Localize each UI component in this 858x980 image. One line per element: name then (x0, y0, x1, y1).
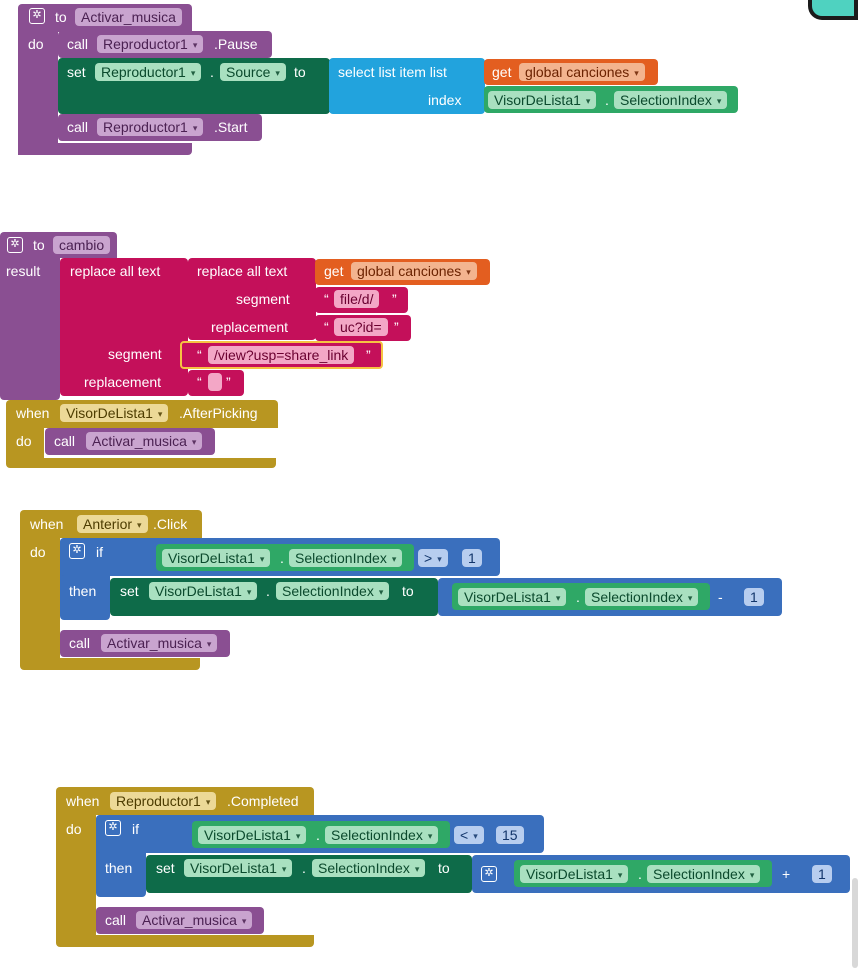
replacement-label: replacement (211, 319, 289, 335)
property-dropdown[interactable]: SelectionIndex (585, 588, 699, 606)
segment-label: segment (108, 346, 162, 362)
keyword-call: call (67, 119, 89, 135)
compare-operator-dropdown[interactable]: < (454, 826, 484, 844)
procedure-name-field[interactable]: cambio (53, 236, 111, 254)
keyword-when: when (16, 405, 50, 421)
dot: . (638, 866, 642, 882)
property-dropdown[interactable]: SelectionIndex (325, 826, 439, 844)
keyword-if: if (96, 544, 103, 560)
variable-dropdown[interactable]: global canciones (351, 262, 477, 280)
replace-all-label: replace all text (197, 263, 288, 279)
keyword-result: result (6, 263, 41, 279)
select-list-item-block[interactable] (329, 58, 485, 114)
procedure-name-field[interactable]: Activar_musica (75, 8, 182, 26)
keyword-to: to (402, 583, 414, 599)
component-dropdown[interactable]: VisorDeLista1 (520, 865, 629, 883)
keyword-do: do (66, 821, 82, 837)
keyword-get: get (324, 263, 344, 279)
property-dropdown[interactable]: SelectionIndex (276, 582, 390, 600)
keyword-if: if (132, 821, 139, 837)
property-dropdown[interactable]: Source (220, 63, 286, 81)
keyword-then: then (69, 583, 97, 599)
variable-dropdown[interactable]: global canciones (519, 63, 645, 81)
number-field[interactable]: 15 (496, 826, 524, 844)
gear-icon[interactable]: ✲ (7, 237, 23, 253)
keyword-do: do (28, 36, 44, 52)
component-dropdown[interactable]: VisorDeLista1 (198, 826, 307, 844)
replacement-label: replacement (84, 374, 162, 390)
dot: . (605, 92, 609, 108)
gear-icon[interactable]: ✲ (105, 820, 121, 836)
component-dropdown[interactable]: VisorDeLista1 (60, 404, 169, 422)
compare-operator-dropdown[interactable]: > (418, 549, 448, 567)
keyword-set: set (156, 860, 175, 876)
plus-operator: + (782, 866, 791, 882)
number-field[interactable]: 1 (744, 588, 764, 606)
procedure-dropdown[interactable]: Activar_musica (86, 432, 203, 450)
keyword-then: then (105, 860, 133, 876)
backpack-icon[interactable] (808, 0, 858, 20)
number-field[interactable]: 1 (462, 549, 482, 567)
gear-icon[interactable]: ✲ (69, 543, 85, 559)
component-dropdown[interactable]: VisorDeLista1 (149, 582, 258, 600)
component-dropdown[interactable]: Reproductor1 (95, 63, 202, 81)
workspace-scrollbar[interactable] (852, 878, 858, 968)
component-dropdown[interactable]: VisorDeLista1 (162, 549, 271, 567)
keyword-to: to (438, 860, 450, 876)
method-pause: .Pause (214, 36, 258, 52)
procedure-dropdown[interactable]: Activar_musica (136, 911, 253, 929)
replace-all-label: replace all text (70, 263, 161, 279)
property-dropdown[interactable]: SelectionIndex (289, 549, 403, 567)
dot: . (280, 550, 284, 566)
property-dropdown[interactable]: SelectionIndex (647, 865, 761, 883)
method-start: .Start (214, 119, 248, 135)
keyword-call: call (54, 433, 76, 449)
keyword-do: do (16, 433, 32, 449)
component-dropdown[interactable]: VisorDeLista1 (458, 588, 567, 606)
text-field[interactable]: uc?id= (334, 318, 388, 336)
keyword-do: do (30, 544, 46, 560)
event-after-picking-label: .AfterPicking (179, 405, 258, 421)
dot: . (266, 583, 270, 599)
component-dropdown[interactable]: VisorDeLista1 (488, 91, 597, 109)
segment-label: segment (236, 291, 290, 307)
procedure-dropdown[interactable]: Activar_musica (101, 634, 218, 652)
dot: . (210, 64, 214, 80)
gear-icon[interactable]: ✲ (481, 866, 497, 882)
keyword-to: to (55, 9, 67, 25)
component-dropdown[interactable]: Anterior (77, 515, 148, 533)
property-dropdown[interactable]: SelectionIndex (312, 859, 426, 877)
event-click-label: .Click (153, 516, 188, 532)
dot: . (316, 827, 320, 843)
property-dropdown[interactable]: SelectionIndex (614, 91, 728, 109)
minus-operator: - (718, 589, 723, 605)
component-dropdown[interactable]: Reproductor1 (97, 35, 204, 53)
text-field[interactable]: file/d/ (334, 290, 380, 308)
keyword-set: set (120, 583, 139, 599)
keyword-to: to (33, 237, 45, 253)
text-field-empty[interactable] (208, 373, 222, 391)
replace-all-inner-block[interactable] (188, 258, 316, 340)
component-dropdown[interactable]: Reproductor1 (97, 118, 204, 136)
dot: . (302, 860, 306, 876)
keyword-when: when (30, 516, 64, 532)
component-dropdown[interactable]: Reproductor1 (110, 792, 217, 810)
keyword-set: set (67, 64, 86, 80)
keyword-to: to (294, 64, 306, 80)
keyword-call: call (69, 635, 91, 651)
dot: . (576, 589, 580, 605)
replace-all-outer-block[interactable] (60, 258, 188, 396)
text-field[interactable]: /view?usp=share_link (208, 346, 355, 364)
number-field[interactable]: 1 (812, 865, 832, 883)
gear-icon[interactable]: ✲ (29, 8, 45, 24)
keyword-get: get (492, 64, 512, 80)
component-dropdown[interactable]: VisorDeLista1 (184, 859, 293, 877)
select-list-item-label: select list item list (338, 64, 447, 80)
event-completed-label: .Completed (227, 793, 299, 809)
keyword-call: call (105, 912, 127, 928)
index-label: index (428, 92, 462, 108)
keyword-call: call (67, 36, 89, 52)
keyword-when: when (66, 793, 100, 809)
